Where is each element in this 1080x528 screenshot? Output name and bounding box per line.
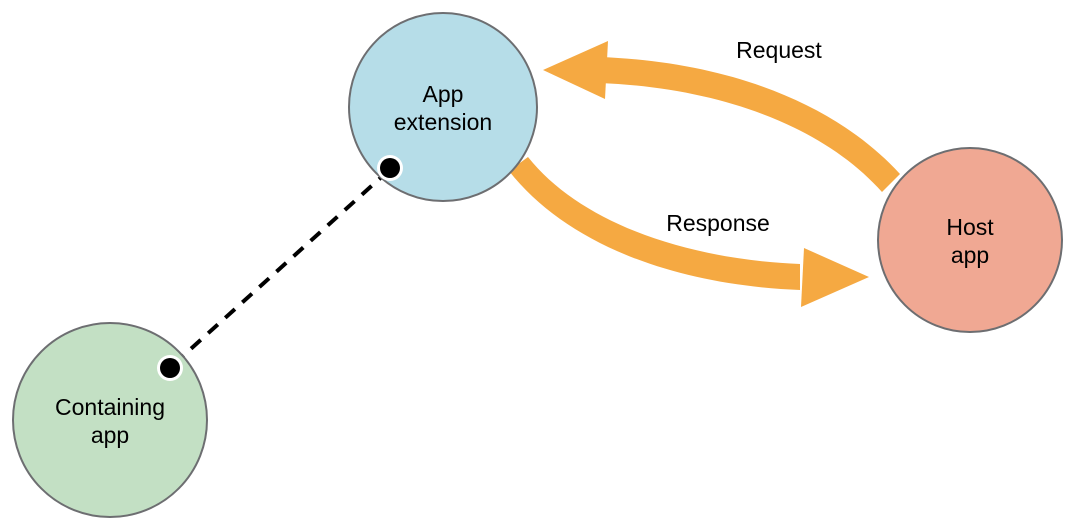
response-arrowhead-icon: [801, 248, 869, 307]
edge-request: [543, 41, 900, 192]
containment-dashed-line: [172, 170, 389, 366]
node-host-app[interactable]: Host app: [877, 147, 1063, 333]
app-extension-label-line2: extension: [394, 109, 492, 135]
host-app-circle[interactable]: [877, 147, 1063, 333]
edge-response: [509, 157, 869, 307]
request-arrowhead-icon: [543, 41, 608, 99]
app-extension-circle[interactable]: [348, 12, 538, 202]
node-containing-app[interactable]: Containing app: [12, 322, 208, 518]
app-extension-label-line1: App: [423, 81, 464, 107]
node-app-extension[interactable]: App extension: [348, 12, 538, 202]
edge-label-response: Response: [666, 210, 770, 236]
containing-app-label-line1: Containing: [55, 394, 165, 420]
host-app-label-line2: app: [951, 242, 989, 268]
connector-dot-icon: [160, 358, 180, 378]
connector-dot-app-extension: [377, 155, 403, 181]
edge-label-request: Request: [736, 37, 822, 63]
connector-dot-icon: [380, 158, 400, 178]
containing-app-label-line2: app: [91, 422, 129, 448]
response-arrow-shaft: [509, 157, 800, 290]
host-app-label-line1: Host: [946, 214, 994, 240]
connector-dot-containing-app: [157, 355, 183, 381]
request-arrow-shaft: [600, 57, 900, 192]
